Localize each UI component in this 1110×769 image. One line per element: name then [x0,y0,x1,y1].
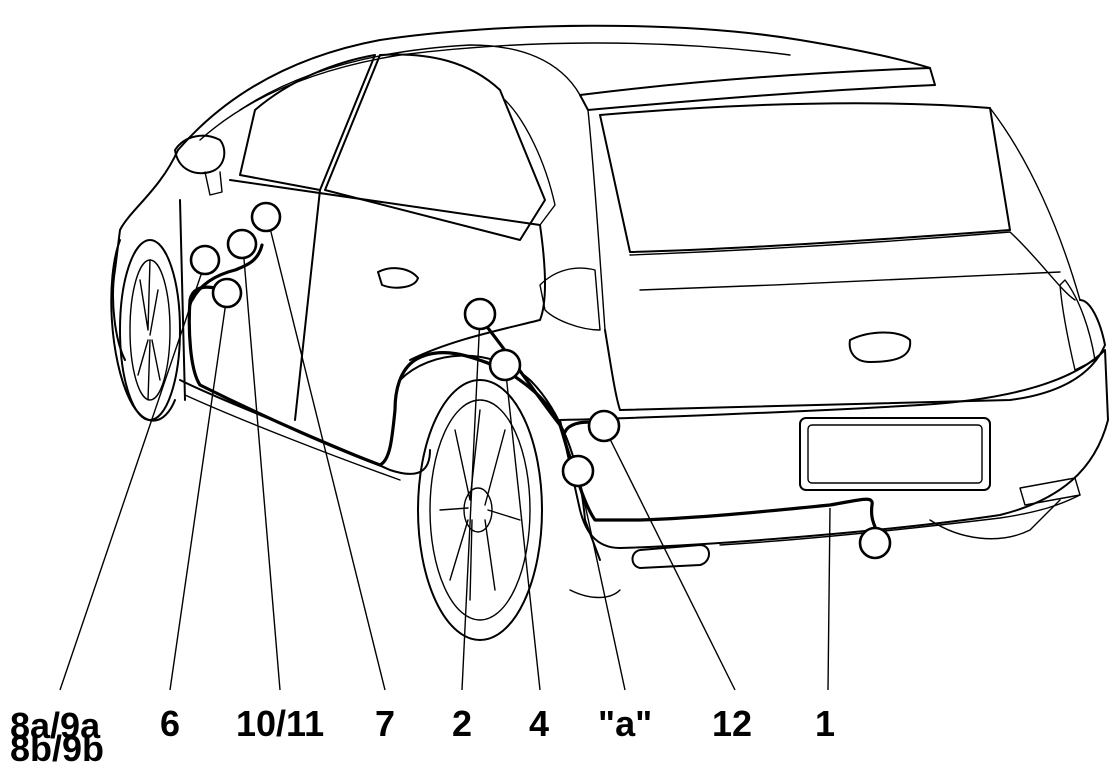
label-8a-9a: 8a/9a [10,705,101,746]
leader-lines [59,219,831,691]
label-7: 7 [375,703,396,744]
label-8b-9b: 8b/9b [10,728,105,769]
marker-2 [463,297,497,331]
car-body [110,24,1109,641]
marker-4 [488,348,522,382]
label-1: 1 [815,703,836,744]
label-a: "a" [598,703,653,744]
label-6: 6 [160,703,181,744]
marker-1 [858,526,892,560]
marker-12 [587,409,621,443]
marker-a [561,454,595,488]
label-2: 2 [452,703,473,744]
connector-markers [189,201,892,560]
label-4: 4 [529,703,550,744]
marker-7 [250,201,282,233]
wiring-harness [187,243,882,542]
marker-6 [211,277,243,309]
label-12: 12 [712,703,753,744]
marker-8a-9a [189,244,221,276]
marker-10-11 [226,228,258,260]
label-10-11: 10/11 [236,703,325,744]
